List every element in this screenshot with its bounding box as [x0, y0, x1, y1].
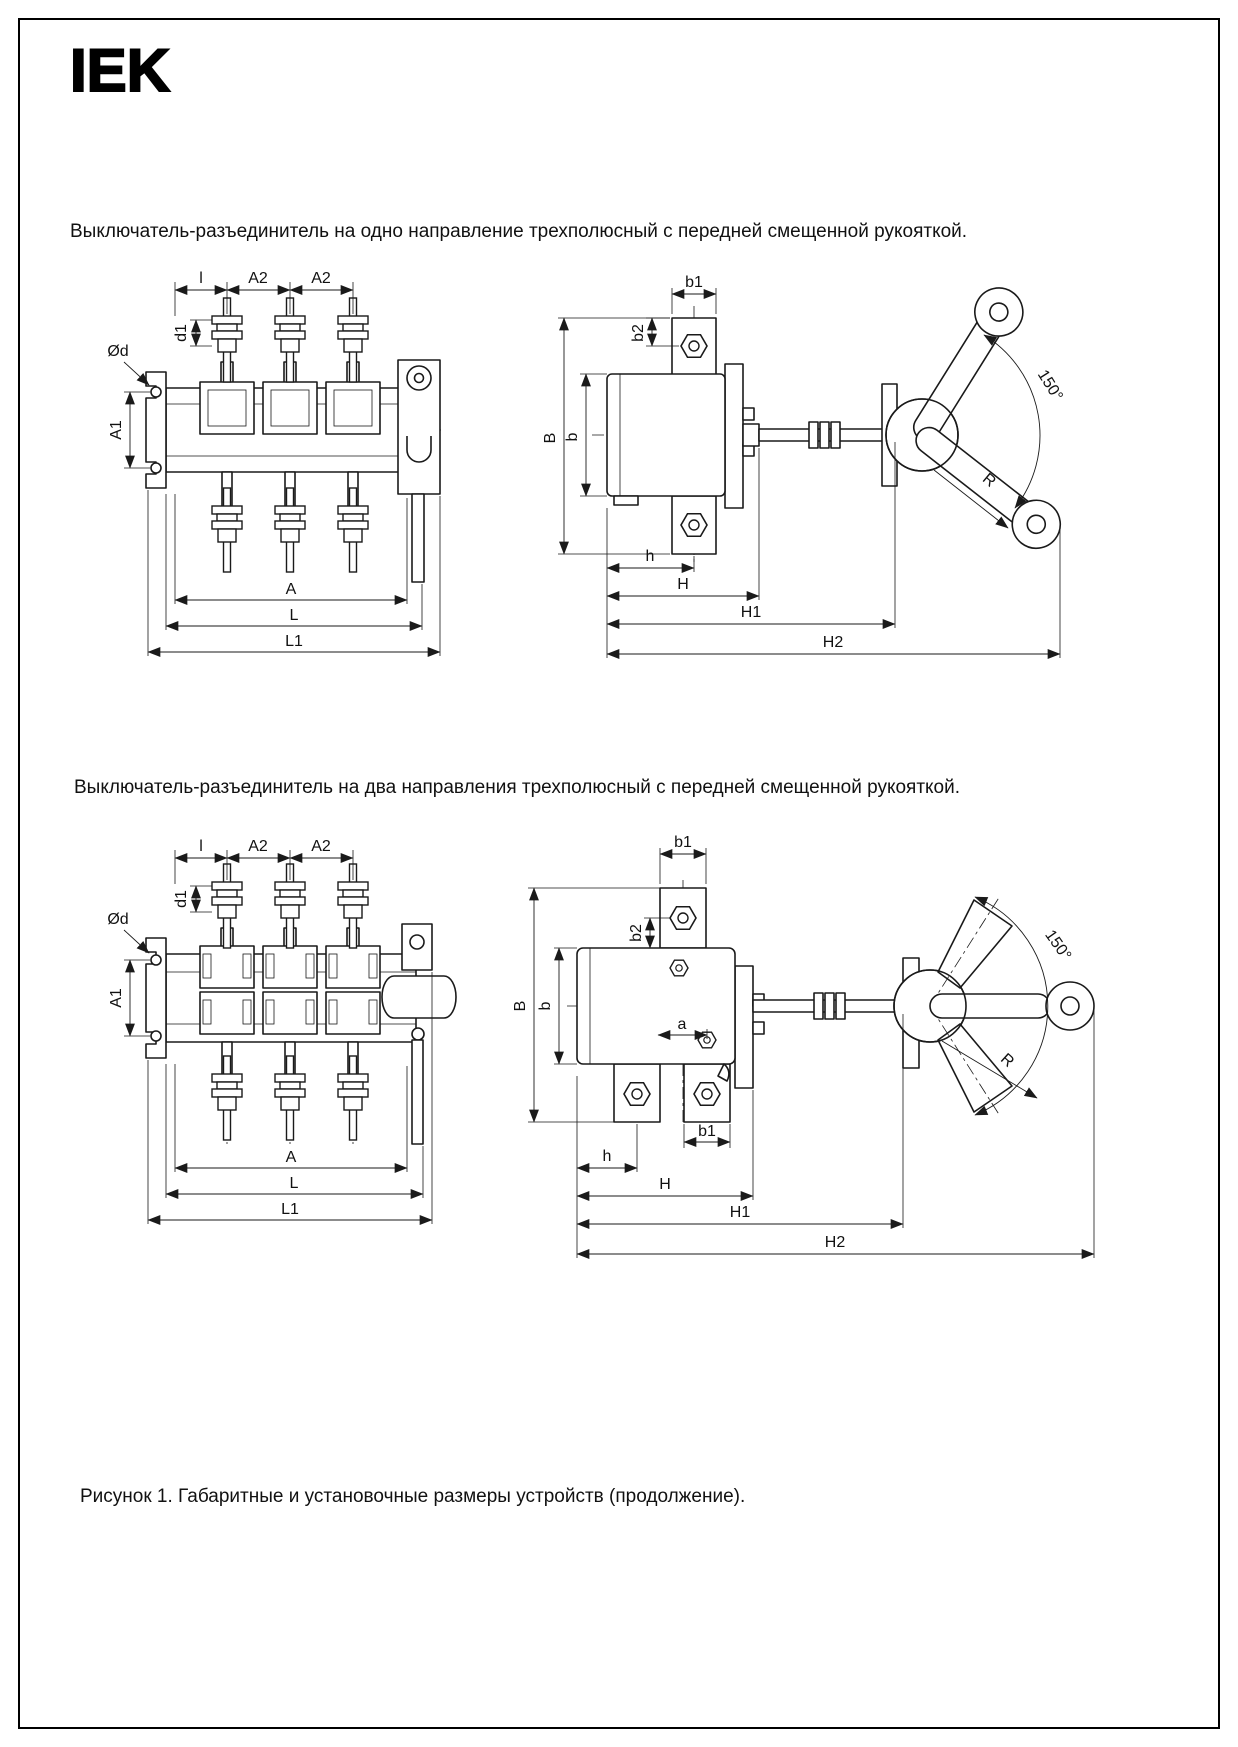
bottom-bolt [680, 512, 708, 538]
dim-label-od: Ød [107, 343, 128, 360]
top-bolt [669, 905, 697, 931]
dim-label-B: B [542, 433, 559, 444]
dim-label-A: A [286, 1149, 297, 1166]
handle-arm [929, 993, 1051, 1019]
dim-label-H: H [677, 576, 689, 593]
pole-assembly-3 [325, 863, 381, 1141]
fig2-side-view: 150° R b1 b2 B b a b1 h H [512, 834, 1095, 1259]
dim-label-a: a [678, 1016, 687, 1033]
dim-label-L1: L1 [285, 633, 303, 650]
dim-label-L: L [290, 1175, 299, 1192]
dim-label-A: A [286, 581, 297, 598]
handle-travel-arc [983, 334, 1041, 509]
pole-assembly-2 [262, 863, 318, 1141]
dim-label-h: h [603, 1148, 612, 1165]
mounting-bracket [145, 371, 167, 489]
dim-label-H: H [659, 1176, 671, 1193]
dim-label-angle: 150° [1041, 927, 1074, 964]
side-flange [734, 965, 754, 1089]
handle-clevis [381, 975, 457, 1019]
dim-label-b: b [564, 432, 581, 441]
top-bolt [680, 333, 708, 359]
mounting-hole-top [150, 386, 162, 398]
side-flange [724, 363, 744, 509]
dim-label-H1: H1 [730, 1204, 751, 1221]
pole-assembly-2 [262, 297, 318, 573]
bottom-terminal-bracket-left [613, 1063, 661, 1123]
dim-label-h: h [646, 548, 655, 565]
pole-assembly-1 [199, 863, 255, 1141]
mounting-hole-bottom [150, 462, 162, 474]
handle-link-bar [411, 1039, 424, 1145]
dim-label-angle: 150° [1034, 367, 1066, 404]
dim-label-L1: L1 [281, 1201, 299, 1218]
latch-detail [717, 1063, 730, 1082]
handle-travel-arc [974, 896, 1049, 1116]
fig2-front-view: l A2 A2 d1 Ød A1 A L L1 [107, 838, 457, 1225]
dim-label-H1: H1 [741, 604, 762, 621]
dim-label-a1: A1 [108, 988, 125, 1008]
dim-label-l: l [199, 838, 203, 855]
figure1-drawings: l A2 A2 d1 Ød A1 A L L1 [107, 270, 1066, 659]
dim-label-b: b [537, 1001, 554, 1010]
dim-label-b1-top: b1 [674, 834, 692, 851]
switch-body-side [606, 373, 726, 497]
figure2-drawings: l A2 A2 d1 Ød A1 A L L1 [107, 834, 1095, 1259]
side-plate [401, 923, 433, 971]
iek-logo: IEK [69, 36, 171, 105]
dim-label-a2-2: A2 [311, 838, 331, 855]
dim-label-b1: b1 [685, 274, 703, 291]
dim-label-a2-2: A2 [311, 270, 331, 287]
dim-label-R: R [997, 1050, 1017, 1070]
dim-label-l: l [199, 270, 203, 287]
fig1-front-view: l A2 A2 d1 Ød A1 A L L1 [107, 270, 444, 657]
fig1-side-view: 150° R b1 b2 B b h H H1 H2 [542, 274, 1066, 659]
dim-label-b1-bottom: b1 [698, 1123, 716, 1140]
pole-assembly-3 [325, 297, 381, 573]
body-bolt-1 [669, 959, 689, 977]
handle-position-1 [912, 287, 1024, 442]
dim-label-a2-1: A2 [248, 270, 268, 287]
dim-label-a2-1: A2 [248, 838, 268, 855]
dim-label-d1: d1 [173, 890, 190, 908]
section2-title: Выключатель-разъединитель на два направл… [74, 777, 961, 798]
dim-label-H2: H2 [825, 1234, 846, 1251]
dim-label-b2: b2 [630, 324, 647, 342]
dim-label-d1: d1 [173, 324, 190, 342]
dim-label-B: B [512, 1001, 529, 1012]
section1-title: Выключатель-разъединитель на одно направ… [70, 221, 968, 242]
dim-label-od: Ød [107, 911, 128, 928]
figure-caption: Рисунок 1. Габаритные и установочные раз… [80, 1486, 746, 1507]
handle-link-bar [411, 493, 425, 583]
bottom-bolt-left [623, 1081, 651, 1107]
dim-label-L: L [290, 607, 299, 624]
dim-label-a1: A1 [108, 420, 125, 440]
pole-assembly-1 [199, 297, 255, 573]
dim-label-b2: b2 [628, 924, 645, 942]
bottom-bolt-right [693, 1081, 721, 1107]
dim-label-H2: H2 [823, 634, 844, 651]
